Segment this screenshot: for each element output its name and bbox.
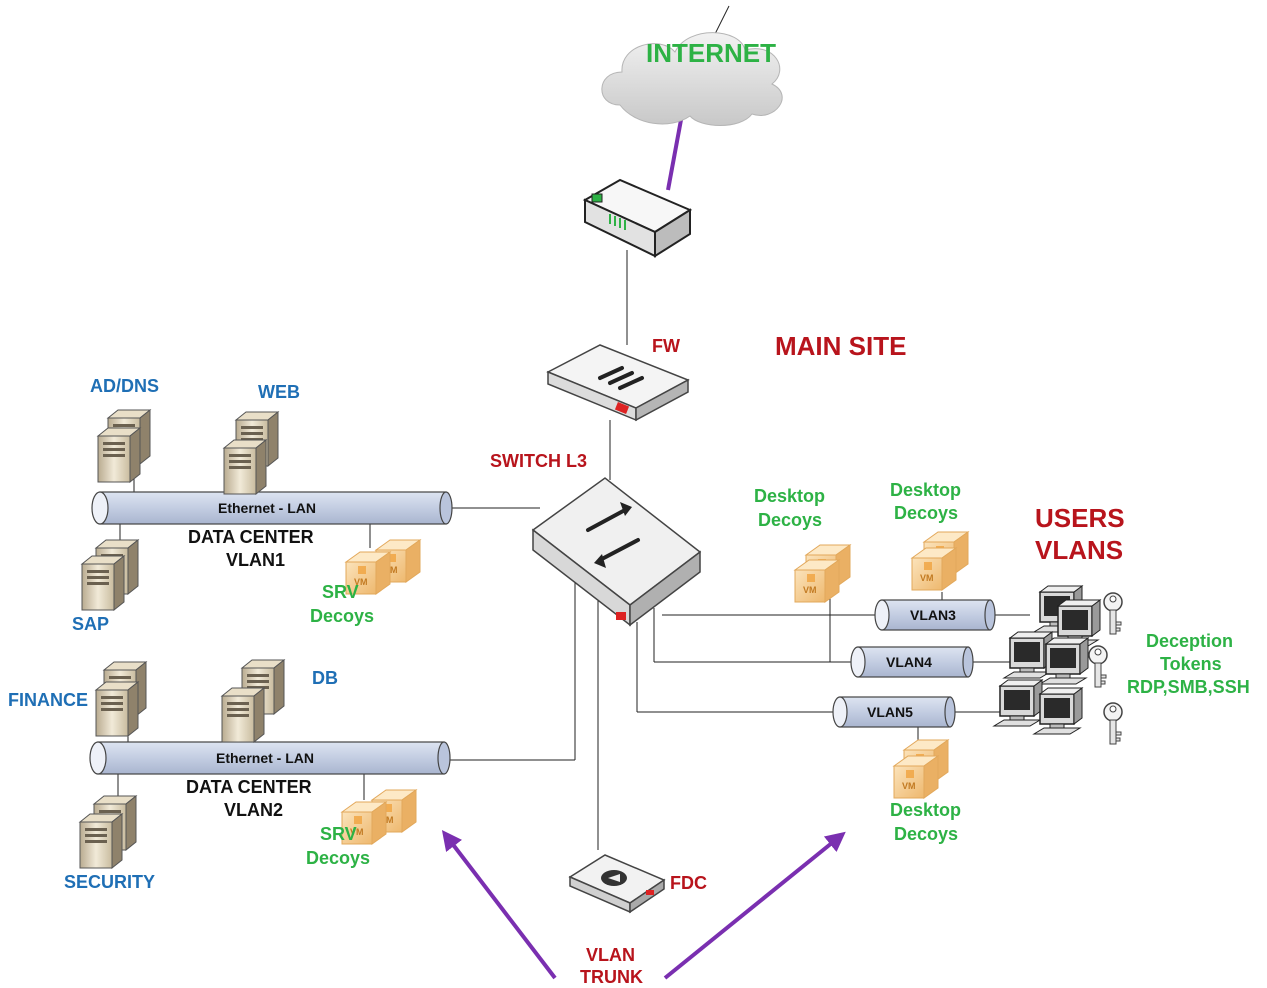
datacenter1-lan-pipe	[91, 491, 453, 525]
desktop-decoy-box-icon-2	[794, 559, 840, 603]
datacenter1-decoys-line1: SRV	[322, 582, 359, 602]
deception-tokens-line3: RDP,SMB,SSH	[1127, 677, 1250, 697]
fdc-appliance-icon	[568, 854, 666, 914]
key-icon	[1103, 592, 1123, 635]
desktop-decoys-2-line1: Desktop	[890, 480, 961, 500]
deception-tokens-line1: Deception	[1146, 631, 1233, 651]
db-server-icon-2	[221, 687, 265, 743]
key-icon-2	[1088, 645, 1108, 688]
web-server-icon-2	[223, 439, 267, 495]
datacenter2-decoys-line1: SRV	[320, 824, 357, 844]
main-site-label: MAIN SITE	[775, 331, 906, 361]
vlan4-pipe	[850, 646, 974, 678]
users-vlans-line1: USERS	[1035, 503, 1125, 533]
web-label: WEB	[258, 382, 300, 402]
desktop-decoy-box-icon-4	[911, 547, 957, 591]
vlan-trunk-label-2: TRUNK	[580, 967, 643, 987]
vlan-trunk-label-1: VLAN	[586, 945, 635, 965]
security-server-icon-2	[79, 813, 123, 869]
ad-dns-label: AD/DNS	[90, 376, 159, 396]
ad-dns-server-icon-2	[97, 427, 141, 483]
datacenter1-decoys-line2: Decoys	[310, 606, 374, 626]
finance-label: FINANCE	[8, 690, 88, 710]
desktop-decoys-1-line2: Decoys	[758, 510, 822, 530]
firewall-icon	[546, 344, 690, 422]
sap-server-icon-2	[81, 555, 125, 611]
deception-tokens-line2: Tokens	[1160, 654, 1222, 674]
desktop-decoys-2-line2: Decoys	[894, 503, 958, 523]
desktop-decoys-3-line1: Desktop	[890, 800, 961, 820]
workstation-icon-3	[1003, 631, 1053, 679]
datacenter2-vlan: VLAN2	[224, 800, 283, 820]
datacenter2-decoys-line2: Decoys	[306, 848, 370, 868]
internet-cloud-icon	[601, 32, 783, 126]
security-label: SECURITY	[64, 872, 155, 892]
vlan4-label: VLAN4	[886, 654, 932, 670]
datacenter1-pipe-label: Ethernet - LAN	[218, 500, 316, 516]
datacenter1-title: DATA CENTER	[188, 527, 314, 547]
workstation-icon-4	[1039, 637, 1089, 685]
internet-label: INTERNET	[646, 38, 776, 68]
vlan3-pipe	[874, 599, 996, 631]
switch-label: SWITCH L3	[490, 451, 587, 471]
fdc-label: FDC	[670, 873, 707, 893]
datacenter2-pipe-label: Ethernet - LAN	[216, 750, 314, 766]
datacenter1-vlan: VLAN1	[226, 550, 285, 570]
users-vlans-line2: VLANS	[1035, 535, 1123, 565]
sap-label: SAP	[72, 614, 109, 634]
firewall-label: FW	[652, 336, 680, 356]
desktop-decoy-box-icon-6	[893, 755, 939, 799]
datacenter2-lan-pipe	[89, 741, 451, 775]
workstation-icon-5	[993, 679, 1043, 727]
desktop-decoys-1-line1: Desktop	[754, 486, 825, 506]
router-icon	[582, 178, 693, 258]
desktop-decoys-3-line2: Decoys	[894, 824, 958, 844]
workstation-icon-6	[1033, 687, 1083, 735]
datacenter2-title: DATA CENTER	[186, 777, 312, 797]
switch-l3-icon	[531, 477, 702, 627]
vlan5-pipe	[832, 696, 956, 728]
db-label: DB	[312, 668, 338, 688]
user-workstations	[993, 585, 1101, 735]
finance-server-icon-2	[95, 681, 139, 737]
vlan3-label: VLAN3	[910, 607, 956, 623]
vlan5-label: VLAN5	[867, 704, 913, 720]
key-icon-3	[1103, 702, 1123, 745]
